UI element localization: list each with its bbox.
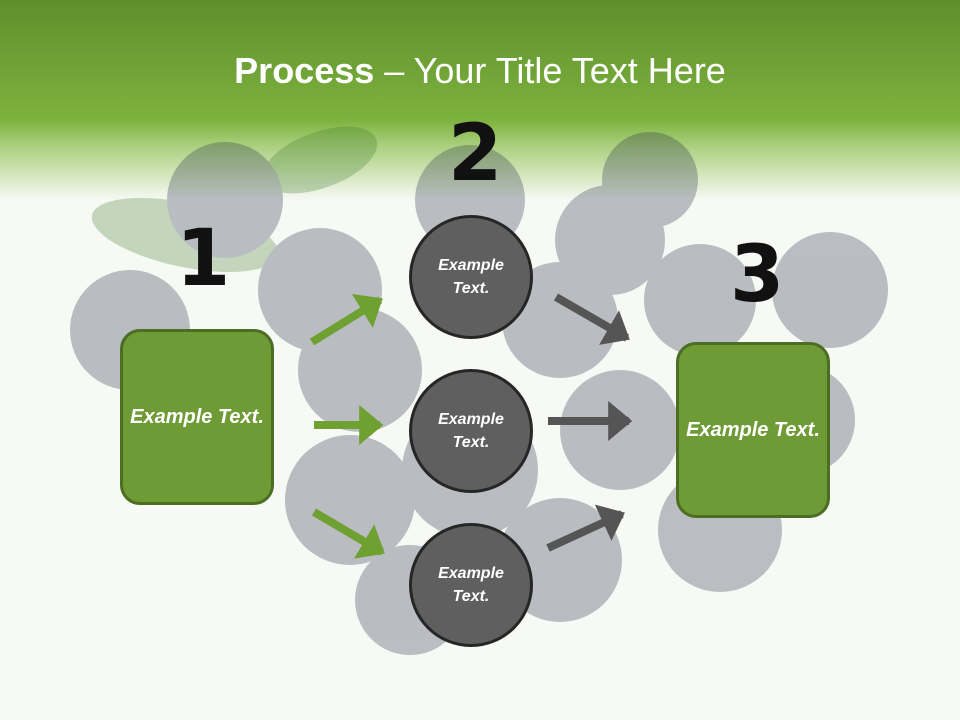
arrow-1-to-bottom	[311, 508, 385, 559]
step-1-box[interactable]: Example Text.	[120, 329, 274, 505]
title-rest: – Your Title Text Here	[374, 50, 726, 91]
step-number-3: 3	[730, 230, 785, 320]
step-number-1: 1	[176, 214, 231, 304]
slide-title: Process – Your Title Text Here	[0, 50, 960, 92]
step-1-label: Example Text.	[130, 405, 264, 428]
title-bold: Process	[234, 50, 375, 91]
arrow-bottom-to-3	[546, 504, 625, 552]
step-2-circle-bottom[interactable]: Example Text.	[409, 523, 533, 647]
circle-bottom-label: Example Text.	[438, 565, 504, 605]
circle-middle-label: Example Text.	[438, 411, 504, 451]
circle-top-label: Example Text.	[438, 257, 504, 297]
step-3-box[interactable]: Example Text.	[676, 342, 830, 518]
step-2-circle-middle[interactable]: Example Text.	[409, 369, 533, 493]
arrow-1-to-top	[309, 293, 383, 346]
step-2-circle-top[interactable]: Example Text.	[409, 215, 533, 339]
step-number-2: 2	[448, 109, 503, 199]
step-3-label: Example Text.	[686, 418, 820, 441]
arrow-top-to-3	[553, 293, 630, 345]
title-banner	[0, 0, 960, 200]
